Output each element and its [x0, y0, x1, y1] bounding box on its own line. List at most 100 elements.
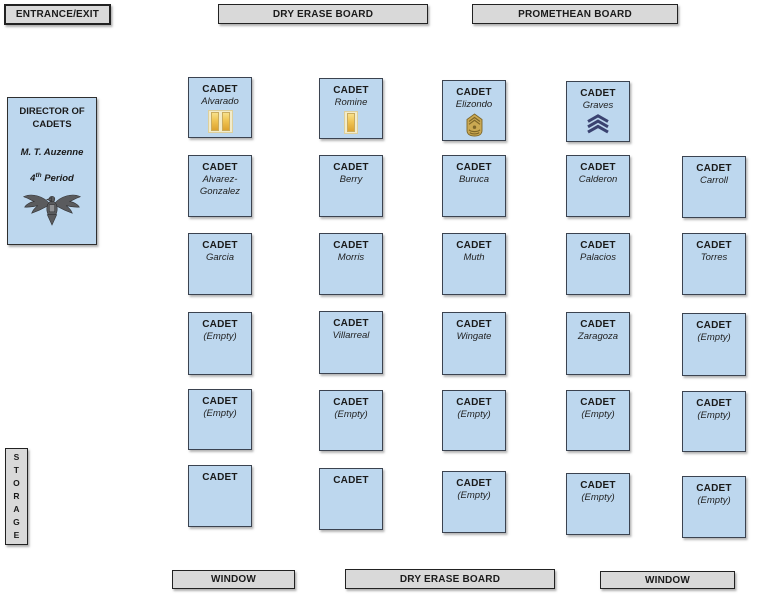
- desk-name: Villarreal: [332, 330, 370, 341]
- desk-name: (Empty): [334, 409, 368, 420]
- desk-label: CADET: [202, 84, 238, 95]
- desk-label: CADET: [580, 240, 616, 251]
- cadet-desk: CADET: [319, 468, 383, 530]
- desk-name: Berry: [339, 174, 363, 185]
- window-right-label: WINDOW: [600, 571, 735, 589]
- desk-name: Calderon: [578, 174, 618, 185]
- dry-erase-board-top-label: DRY ERASE BOARD: [218, 4, 428, 24]
- desk-label: CADET: [696, 240, 732, 251]
- dry-erase-board-bottom-label: DRY ERASE BOARD: [345, 569, 555, 589]
- cadet-desk: CADET: [188, 465, 252, 527]
- desk-name: Carroll: [700, 175, 728, 186]
- desk-label: CADET: [333, 397, 369, 408]
- sergeant-major-badge-icon: [466, 112, 483, 137]
- desk-name: (Empty): [457, 490, 491, 501]
- sergeant-chevrons-icon: [586, 113, 610, 134]
- desk-label: CADET: [456, 319, 492, 330]
- desk-label: CADET: [580, 397, 616, 408]
- cadet-desk: CADET(Empty): [682, 476, 746, 538]
- desk-name: (Empty): [697, 495, 731, 506]
- window-left-label: WINDOW: [172, 570, 295, 589]
- desk-label: CADET: [696, 320, 732, 331]
- desk-label: CADET: [202, 396, 238, 407]
- desk-label: CADET: [456, 162, 492, 173]
- desk-label: CADET: [202, 472, 238, 483]
- desk-name: Alvarado: [201, 96, 239, 107]
- cadet-desk: CADET(Empty): [682, 391, 746, 452]
- desk-label: CADET: [333, 162, 369, 173]
- director-title-line1: DIRECTOR OF: [19, 106, 85, 117]
- desk-name: Torres: [700, 252, 728, 263]
- desk-name: (Empty): [581, 492, 615, 503]
- director-title-line2: CADETS: [32, 119, 72, 130]
- desk-name: Muth: [463, 252, 485, 263]
- director-title: DIRECTOR OF CADETS: [19, 105, 84, 131]
- desk-name: Romine: [334, 97, 368, 108]
- desk-label: CADET: [333, 475, 369, 486]
- desk-name: (Empty): [581, 409, 615, 420]
- desk-name: Morris: [337, 252, 365, 263]
- director-name: M. T. Auzenne: [20, 147, 84, 158]
- desk-name: Zaragoza: [577, 331, 619, 342]
- desk-name: Elizondo: [455, 99, 493, 110]
- desk-name: Garcia: [206, 252, 234, 263]
- desk-label: CADET: [580, 88, 616, 99]
- desk-label: CADET: [696, 398, 732, 409]
- desk-label: CADET: [333, 318, 369, 329]
- desk-label: CADET: [456, 240, 492, 251]
- desk-label: CADET: [580, 162, 616, 173]
- cadet-desk: CADET(Empty): [442, 390, 506, 451]
- desk-name: Palacios: [580, 252, 616, 263]
- desk-label: CADET: [202, 319, 238, 330]
- desk-name: Alvarez-Gonzalez: [199, 174, 241, 197]
- desk-label: CADET: [333, 240, 369, 251]
- cadet-desk: CADET(Empty): [188, 389, 252, 450]
- storage-label-text: STORAGE: [13, 452, 20, 540]
- desk-label: CADET: [696, 483, 732, 494]
- desk-name: (Empty): [697, 332, 731, 343]
- desk-label: CADET: [456, 478, 492, 489]
- desk-name: (Empty): [203, 331, 237, 342]
- lieutenant-bar-icon: [344, 110, 358, 134]
- promethean-board-label: PROMETHEAN BOARD: [472, 4, 678, 24]
- desk-name: (Empty): [457, 409, 491, 420]
- desk-name: Buruca: [458, 174, 490, 185]
- desk-label: CADET: [456, 397, 492, 408]
- desk-label: CADET: [456, 87, 492, 98]
- cadet-desk: CADET(Empty): [566, 390, 630, 451]
- desk-label: CADET: [202, 162, 238, 173]
- storage-label: STORAGE: [5, 448, 28, 545]
- desk-label: CADET: [580, 480, 616, 491]
- desk-label: CADET: [202, 240, 238, 251]
- desk-label: CADET: [333, 85, 369, 96]
- cadet-desk: CADET(Empty): [682, 313, 746, 376]
- director-period: 4th Period: [30, 172, 74, 184]
- period-word: Period: [44, 173, 74, 185]
- captain-bars-icon: [207, 109, 233, 133]
- cadet-desk: CADET(Empty): [442, 471, 506, 533]
- desk-label: CADET: [580, 319, 616, 330]
- desk-name: Graves: [582, 100, 614, 111]
- cadet-desk: CADET(Empty): [319, 390, 383, 451]
- entrance-exit-label: ENTRANCE/EXIT: [4, 4, 111, 25]
- desk-name: (Empty): [203, 408, 237, 419]
- desk-name: (Empty): [697, 410, 731, 421]
- period-number: 4: [30, 173, 36, 185]
- desk-label: CADET: [696, 163, 732, 174]
- colonel-eagle-icon: [21, 192, 83, 231]
